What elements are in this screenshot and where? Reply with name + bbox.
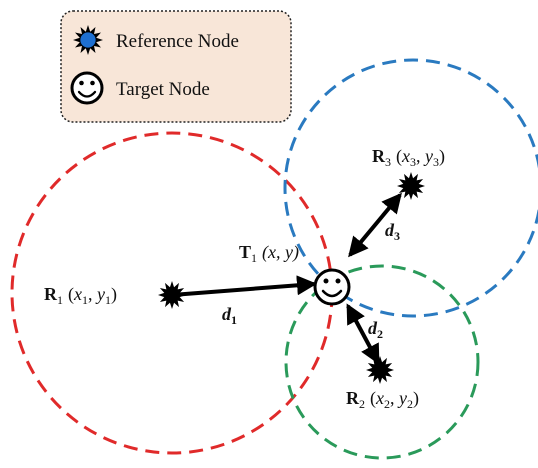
target-node-label: T1(x, y) [239, 242, 299, 265]
smiley-face-icon [70, 71, 104, 105]
distance-label-d1: d1 [222, 304, 237, 327]
range-circle-r3 [283, 58, 538, 318]
star-burst-icon [73, 25, 103, 55]
legend-reference-label: Reference Node [116, 31, 239, 52]
range-circle-r2 [284, 264, 480, 460]
arrow-d1 [171, 275, 317, 297]
arrow-d3 [348, 192, 402, 258]
reference-node-r2-icon [366, 356, 394, 384]
distance-label-d2: d2 [368, 318, 383, 341]
target-node-icon [313, 268, 351, 306]
reference-node-r1-icon [158, 281, 186, 309]
legend-box [60, 10, 292, 123]
reference-node-r1-label: R1(x1, y1) [44, 284, 117, 307]
legend: Reference Node Target Node [60, 10, 292, 123]
reference-node-r3-icon [397, 172, 425, 200]
reference-node-r3-label: R3(x3, y3) [372, 146, 445, 169]
reference-node-r2-label: R2(x2, y2) [346, 388, 419, 411]
arrow-d2 [346, 303, 380, 365]
legend-target-label: Target Node [116, 79, 210, 100]
distance-label-d3: d3 [385, 220, 400, 243]
